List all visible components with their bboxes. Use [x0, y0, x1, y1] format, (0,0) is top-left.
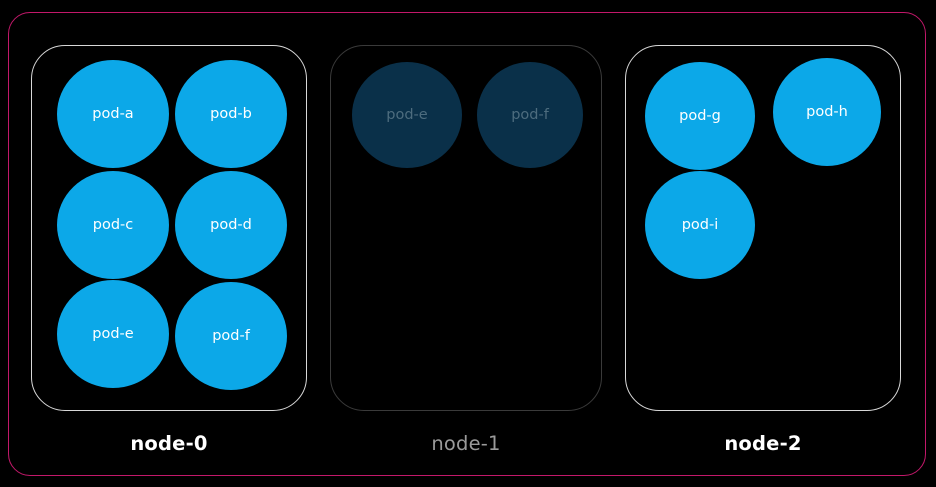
cluster-boundary [8, 12, 926, 476]
pod-label: pod-e [92, 325, 134, 342]
pod-pod-e[interactable]: pod-e [57, 280, 169, 388]
node-box-node-0[interactable] [31, 45, 307, 411]
pod-pod-c[interactable]: pod-c [57, 171, 169, 279]
node-label-node-2: node-2 [724, 432, 802, 455]
pod-pod-d[interactable]: pod-d [175, 171, 287, 279]
pod-pod-f[interactable]: pod-f [477, 62, 583, 168]
pod-pod-e[interactable]: pod-e [352, 62, 462, 168]
pod-label: pod-g [679, 107, 721, 124]
pod-pod-a[interactable]: pod-a [57, 60, 169, 168]
pod-pod-h[interactable]: pod-h [773, 58, 881, 166]
pod-pod-f[interactable]: pod-f [175, 282, 287, 390]
pod-label: pod-d [210, 216, 252, 233]
pod-label: pod-e [386, 106, 428, 123]
pod-pod-i[interactable]: pod-i [645, 171, 755, 279]
pod-label: pod-i [681, 216, 719, 233]
node-label-node-0: node-0 [130, 432, 208, 455]
node-label-node-1: node-1 [431, 432, 501, 455]
node-box-node-2[interactable] [625, 45, 901, 411]
pod-label: pod-b [210, 105, 252, 122]
pod-label: pod-a [92, 105, 134, 122]
node-box-node-1[interactable] [330, 45, 602, 411]
pod-pod-g[interactable]: pod-g [645, 62, 755, 170]
pod-label: pod-c [92, 216, 134, 233]
pod-pod-b[interactable]: pod-b [175, 60, 287, 168]
pod-label: pod-f [212, 327, 250, 344]
pod-label: pod-f [511, 106, 549, 123]
pod-label: pod-h [806, 103, 848, 120]
